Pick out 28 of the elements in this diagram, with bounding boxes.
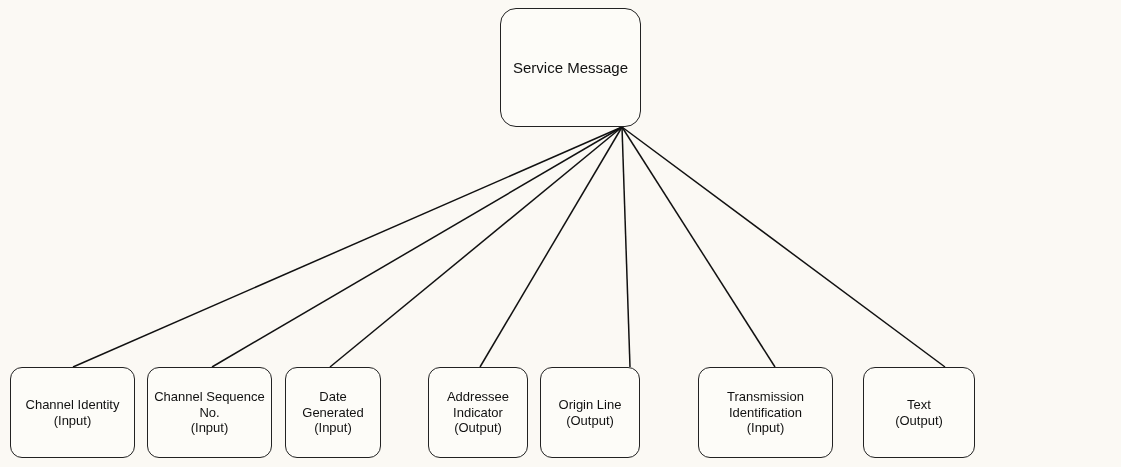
- field-name: Date Generated: [301, 389, 365, 421]
- field-name: Text: [907, 396, 931, 413]
- rounded-box: [428, 367, 528, 458]
- connector-line: [329, 126, 623, 368]
- direction-label: (Input): [53, 412, 92, 429]
- rounded-box: [10, 367, 135, 458]
- field-name: Channel Sequence No.: [154, 389, 265, 421]
- rounded-box: [698, 367, 833, 458]
- rounded-box: [500, 8, 641, 127]
- direction-label: (Output): [454, 420, 502, 436]
- rounded-box: [863, 367, 975, 458]
- field-name: Origin Line: [558, 396, 622, 413]
- connector-line: [621, 126, 946, 368]
- rounded-box: [285, 367, 381, 458]
- connector-line: [479, 126, 623, 368]
- direction-label: (Output): [566, 412, 614, 429]
- field-name: Channel Identity: [25, 396, 120, 413]
- connector-line: [621, 126, 776, 368]
- direction-label: (Input): [314, 420, 352, 436]
- direction-label: (Input): [746, 420, 785, 436]
- direction-label: (Output): [895, 412, 943, 429]
- rounded-box: [540, 367, 640, 458]
- field-name: Transmission Identification: [726, 389, 805, 421]
- connector-line: [621, 126, 631, 368]
- rounded-box: [147, 367, 272, 458]
- field-name: Addressee Indicator: [445, 389, 511, 421]
- box-title: Service Message: [512, 58, 629, 77]
- direction-label: (Input): [190, 420, 229, 436]
